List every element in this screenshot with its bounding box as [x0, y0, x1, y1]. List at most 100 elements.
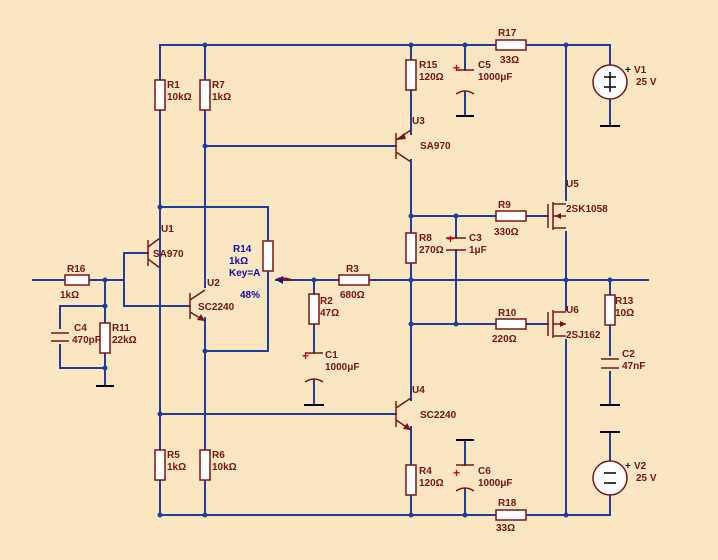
svg-text:+: +: [453, 61, 460, 75]
label-u6-part: 2SJ162: [566, 330, 601, 341]
label-r4-name: R4: [419, 466, 432, 477]
label-v1-value: 25 V: [636, 77, 657, 88]
capacitor-c6[interactable]: +: [453, 464, 475, 492]
resistor-r16[interactable]: [64, 274, 90, 286]
label-u5-name: U5: [566, 179, 579, 190]
labels: R1 10kΩ R7 1kΩ R15 120Ω C5 1000μF R17 33…: [60, 28, 657, 534]
label-r6-value: 10kΩ: [212, 462, 237, 473]
label-r3-value: 680Ω: [340, 290, 365, 301]
label-r9-name: R9: [498, 200, 511, 211]
svg-text:+: +: [302, 349, 309, 363]
label-u1-part: SA970: [153, 249, 184, 260]
label-r15-value: 120Ω: [419, 72, 444, 83]
label-c3-name: C3: [469, 233, 482, 244]
label-u2-part: SC2240: [198, 302, 235, 313]
resistor-r5[interactable]: [154, 449, 166, 481]
capacitor-c3[interactable]: +: [446, 232, 466, 251]
resistor-r17[interactable]: [495, 39, 527, 51]
svg-text:+: +: [453, 466, 460, 480]
label-c1-value: 1000μF: [325, 362, 359, 373]
resistor-r4[interactable]: [405, 464, 417, 496]
label-u3-part: SA970: [420, 141, 451, 152]
label-r6-name: R6: [212, 450, 225, 461]
label-r1-value: 10kΩ: [167, 92, 192, 103]
label-r5-value: 1kΩ: [167, 462, 186, 473]
label-c2-value: 47nF: [622, 361, 645, 372]
label-r10-name: R10: [498, 308, 517, 319]
ground-symbols: [96, 115, 620, 441]
label-r18-name: R18: [498, 498, 517, 509]
label-r16-value: 1kΩ: [60, 290, 79, 301]
label-r2-name: R2: [320, 296, 333, 307]
potentiometer-r14[interactable]: [262, 240, 293, 284]
label-r3-name: R3: [346, 264, 359, 275]
label-r13-name: R13: [615, 296, 634, 307]
label-v2-polarity: +: [625, 461, 631, 472]
label-r5-name: R5: [167, 450, 180, 461]
junctions: [102, 42, 613, 518]
label-r11-value: 22kΩ: [112, 335, 137, 346]
label-u6-name: U6: [566, 305, 579, 316]
label-c2-name: C2: [622, 349, 635, 360]
label-r14-value: 1kΩ: [229, 256, 248, 267]
label-c4-value: 470pF: [72, 335, 101, 346]
label-v2-value: 25 V: [636, 473, 657, 484]
capacitor-c1[interactable]: +: [302, 349, 324, 383]
label-u5-part: 2SK1058: [566, 204, 608, 215]
voltage-source-v2[interactable]: [592, 460, 628, 496]
label-r14-name: R14: [233, 244, 252, 255]
transistor-u4[interactable]: [395, 397, 412, 431]
resistor-r2[interactable]: [308, 293, 320, 325]
capacitor-c5[interactable]: +: [453, 61, 475, 95]
resistor-r11[interactable]: [99, 322, 111, 354]
label-r16-name: R16: [67, 264, 86, 275]
label-c5-name: C5: [478, 60, 491, 71]
label-c6-name: C6: [478, 466, 491, 477]
resistor-r13[interactable]: [604, 294, 616, 326]
transistor-u1[interactable]: [147, 225, 161, 283]
label-u4-part: SC2240: [420, 410, 457, 421]
label-v1-polarity: +: [625, 65, 631, 76]
svg-text:+: +: [447, 232, 454, 246]
mosfet-u5[interactable]: [547, 202, 566, 230]
label-r14-position: 48%: [240, 290, 260, 301]
label-c6-value: 1000μF: [478, 478, 512, 489]
resistor-r8[interactable]: [405, 232, 417, 264]
capacitor-c4[interactable]: [51, 332, 69, 342]
transistor-u2[interactable]: [189, 289, 206, 322]
label-r11-name: R11: [112, 323, 130, 334]
label-r15-name: R15: [419, 60, 438, 71]
voltage-source-v1[interactable]: [592, 64, 628, 100]
capacitor-c2[interactable]: [601, 358, 619, 369]
label-r1-name: R1: [167, 80, 180, 91]
resistor-r6[interactable]: [199, 449, 211, 481]
label-r13-value: 10Ω: [615, 308, 634, 319]
label-r8-value: 270Ω: [419, 245, 444, 256]
label-u2-name: U2: [207, 278, 220, 289]
label-r7-value: 1kΩ: [212, 92, 231, 103]
label-v2-name: V2: [634, 461, 647, 472]
resistor-r10[interactable]: [495, 318, 527, 330]
resistor-r15[interactable]: [405, 59, 417, 91]
label-r7-name: R7: [212, 80, 225, 91]
label-r2-value: 47Ω: [320, 308, 339, 319]
resistor-r9[interactable]: [495, 210, 527, 222]
label-r17-value: 33Ω: [500, 55, 519, 66]
label-c4-name: C4: [74, 323, 87, 334]
label-r9-value: 330Ω: [494, 227, 519, 238]
transistor-u3[interactable]: [395, 129, 412, 163]
label-r8-name: R8: [419, 233, 432, 244]
resistor-r1[interactable]: [154, 79, 166, 111]
mosfet-u6[interactable]: [547, 310, 566, 338]
label-r17-name: R17: [498, 28, 517, 39]
label-r14-key: Key=A: [229, 268, 260, 279]
resistor-r18[interactable]: [495, 509, 527, 521]
label-c3-value: 1μF: [469, 245, 487, 256]
label-r18-value: 33Ω: [496, 523, 515, 534]
label-v1-name: V1: [634, 65, 647, 76]
label-u1-name: U1: [161, 224, 174, 235]
resistor-r3[interactable]: [338, 274, 370, 286]
resistor-r7[interactable]: [199, 79, 211, 111]
label-c5-value: 1000μF: [478, 72, 512, 83]
